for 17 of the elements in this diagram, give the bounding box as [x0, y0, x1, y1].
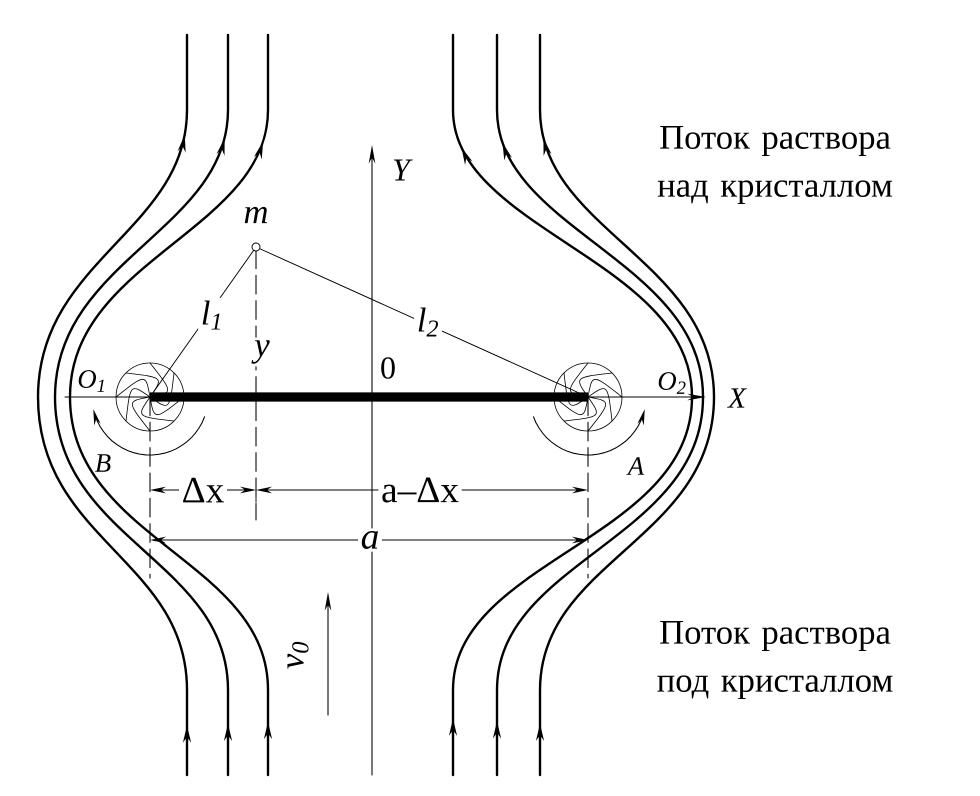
dimension-label: a–Δx [378, 474, 462, 506]
rotation-label: A [626, 457, 644, 475]
rotation-label: B [95, 454, 111, 472]
caption-text: Поток раствора над кристаллом [658, 126, 892, 204]
velocity-label: v$_{0}$ [287, 642, 309, 669]
point-label: O$_{2}$ [658, 372, 686, 394]
axis-label: X [727, 388, 747, 408]
point-label: O$_{1}$ [78, 370, 104, 392]
distance-label: l$_{1}$ [198, 298, 226, 332]
point-label: m [244, 206, 268, 224]
origin-label: 0 [381, 357, 395, 379]
dimension-label: a [358, 528, 382, 552]
dimension-label: Δx [179, 475, 227, 505]
coordinate-label: y [251, 338, 272, 366]
caption-text: Поток раствора под кристаллом [657, 620, 893, 700]
axis-label: Y [394, 160, 413, 180]
distance-label: l$_{2}$ [414, 304, 442, 340]
